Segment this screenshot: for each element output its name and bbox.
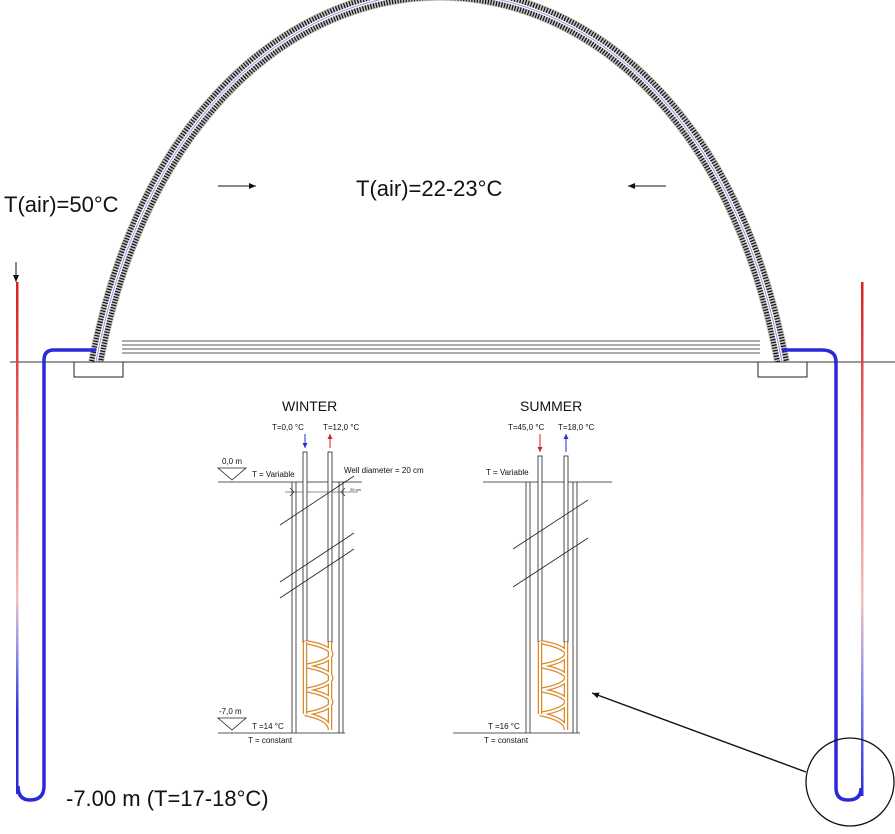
ground-pipe-right [782, 348, 863, 802]
bottom-depth-label: -7.00 m (T=17-18°C) [66, 786, 269, 811]
summer-bottom-temp: T =16 °C [488, 722, 520, 731]
summer-well-detail: SUMMER T=45,0 °C T=18,0 °C T = Variable … [453, 398, 612, 745]
winter-bottom-level: -7,0 m [219, 707, 242, 716]
winter-pipe-in-temp: T=0,0 °C [272, 423, 304, 432]
winter-surface-triangle [216, 467, 248, 481]
winter-bottom-note: T = constant [248, 736, 293, 745]
temperature-gradient-left [16, 282, 19, 794]
inside-air-temp-label: T(air)=22-23°C [356, 176, 502, 201]
foundation-left [73, 361, 124, 378]
detail-pointer-arrow [591, 692, 807, 773]
outside-air-temp-label: T(air)=50°C [4, 192, 119, 217]
winter-well-detail: WINTER T=0,0 °C T=12,0 °C 0,0 m T = Vari… [216, 398, 424, 745]
winter-surface-level: 0,0 m [222, 457, 242, 466]
foundation-right [757, 361, 808, 378]
summer-surface-temp: T = Variable [486, 468, 529, 477]
floor-slab [122, 340, 760, 354]
summer-pipe-in-temp: T=45,0 °C [508, 423, 545, 432]
winter-bottom-triangle [216, 717, 248, 731]
winter-title: WINTER [282, 398, 337, 414]
summer-pipe-out-temp: T=18,0 °C [558, 423, 595, 432]
winter-bottom-temp: T =14 °C [252, 722, 284, 731]
summer-bottom-note: T = constant [484, 736, 529, 745]
temperature-gradient-right [861, 282, 864, 796]
winter-pipe-out-temp: T=12,0 °C [323, 423, 360, 432]
winter-dimension-label: 20 cm [350, 487, 362, 492]
detail-circle [805, 737, 895, 827]
summer-title: SUMMER [520, 398, 582, 414]
greenhouse-arch [88, 0, 790, 364]
winter-surface-temp: T = Variable [252, 470, 295, 479]
winter-well-diameter: Well diameter = 20 cm [344, 466, 424, 475]
ground-pipe-left [16, 348, 96, 802]
